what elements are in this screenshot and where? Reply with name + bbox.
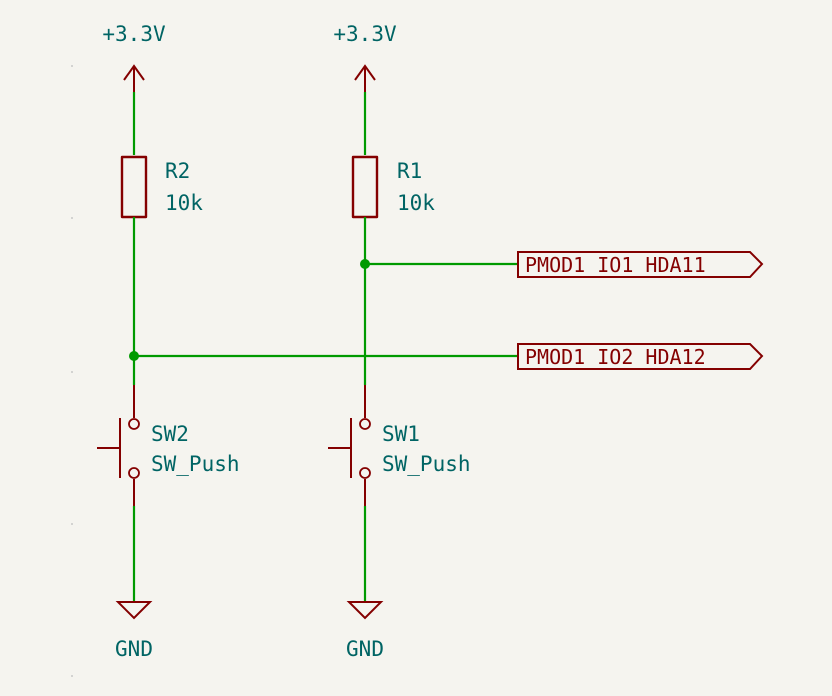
net-label-io1[interactable]: PMOD1_IO1_HDA11 xyxy=(517,251,764,278)
net-label-io1-text: PMOD1_IO1_HDA11 xyxy=(525,253,706,277)
r2-ref: R2 xyxy=(165,159,190,183)
grid-marks xyxy=(71,65,73,677)
net-label-io2-text: PMOD1_IO2_HDA12 xyxy=(525,345,706,369)
switch-sw1[interactable]: SW1 SW_Push xyxy=(328,385,471,506)
sw2-value: SW_Push xyxy=(151,452,240,476)
ground-symbol-right[interactable]: GND xyxy=(346,601,384,661)
r1-ref: R1 xyxy=(397,159,422,183)
switch-sw2[interactable]: SW2 SW_Push xyxy=(97,385,240,506)
sw1-ref: SW1 xyxy=(382,422,420,446)
sw1-value: SW_Push xyxy=(382,452,471,476)
power-label-left: +3.3V xyxy=(102,22,166,46)
gnd-label-left: GND xyxy=(115,637,153,661)
resistor-r2[interactable]: R2 10k xyxy=(120,155,203,219)
gnd-label-right: GND xyxy=(346,637,384,661)
resistor-r1[interactable]: R1 10k xyxy=(351,155,435,219)
r1-value: 10k xyxy=(397,191,435,215)
net-label-io2[interactable]: PMOD1_IO2_HDA12 xyxy=(517,343,764,370)
sw2-ref: SW2 xyxy=(151,422,189,446)
power-symbol-left[interactable]: +3.3V xyxy=(102,22,166,92)
r2-value: 10k xyxy=(165,191,203,215)
power-label-right: +3.3V xyxy=(333,22,397,46)
power-symbol-right[interactable]: +3.3V xyxy=(333,22,397,92)
ground-symbol-left[interactable]: GND xyxy=(115,601,153,661)
